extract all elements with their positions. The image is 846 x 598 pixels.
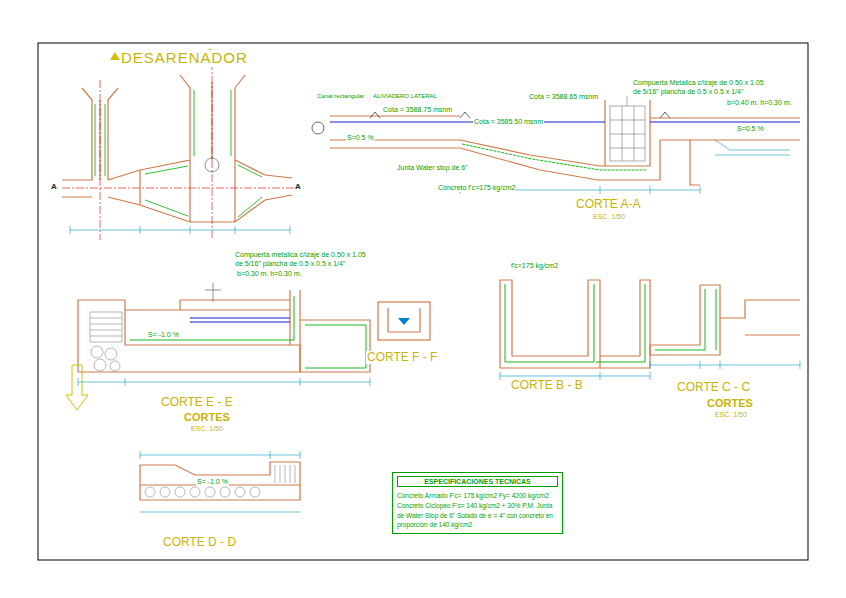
slope-note: S=0.5 % <box>346 134 375 142</box>
spec-box: ESPECIFICACIONES TECNICAS Concreto Armado… <box>392 472 563 534</box>
scale-note: ESC. 1/50 <box>714 411 748 419</box>
gate-note: Compuerta metalica c/izaje de 0.50 x 1.0… <box>234 251 367 259</box>
section-title: CORTE A-A <box>575 198 641 211</box>
sheet-title: DESARENADOR <box>120 50 249 67</box>
section-title: CORTE D - D <box>162 536 237 549</box>
section-title: CORTE B - B <box>510 379 584 392</box>
scale-note: ESC. 1/50 <box>592 213 626 221</box>
slope-note: S= -1.0 % <box>147 331 180 339</box>
spillway-note: ALIVIADERO LATERAL <box>372 93 438 100</box>
section-marker: A <box>294 183 302 192</box>
spec-heading: ESPECIFICACIONES TECNICAS <box>397 476 558 487</box>
elevation-note: Cota = 3588.75 msnm <box>382 106 453 114</box>
gate-note: de 5/16" plancha de 0.5 x 0.5 x 1/4" <box>632 88 744 96</box>
gate-note: Compuerta Metalica c/izaje de 0.50 x 1.0… <box>632 79 765 87</box>
section-title: CORTE C - C <box>676 381 751 394</box>
concrete-note: Concreto f'c=175 kg/cm2 <box>437 184 516 192</box>
slope-note: S=0.5 % <box>736 125 765 133</box>
group-title: CORTES <box>706 397 754 409</box>
elevation-note: Cota = 3588.65 msnm <box>528 93 599 101</box>
section-title: CORTE F - F <box>366 351 438 364</box>
spec-body: Concreto Armado F'c= 175 kg/cm2 Fy= 4200… <box>397 491 558 530</box>
concrete-note: f'c=175 kg/cm2 <box>510 262 559 270</box>
dimension-note: b=0.30 m. h=0.30 m. <box>236 270 303 278</box>
elevation-note: Cota = 3585.50 msnm <box>473 118 544 126</box>
group-title: CORTES <box>183 411 231 423</box>
slope-note: S= -1.0 % <box>196 478 229 486</box>
scale-note: ESC. 1/50 <box>190 425 224 433</box>
gate-note: de 5/16" plancha de 0.5 x 0.5 x 1/4" <box>234 260 346 268</box>
dimension-note: b=0.40 m. h=0.30 m. <box>726 99 793 107</box>
section-marker: A <box>50 183 58 192</box>
channel-note: Canal rectangular <box>316 93 365 100</box>
joint-note: Junta Water stop de 6" <box>396 164 469 172</box>
section-title: CORTE E - E <box>160 396 234 409</box>
